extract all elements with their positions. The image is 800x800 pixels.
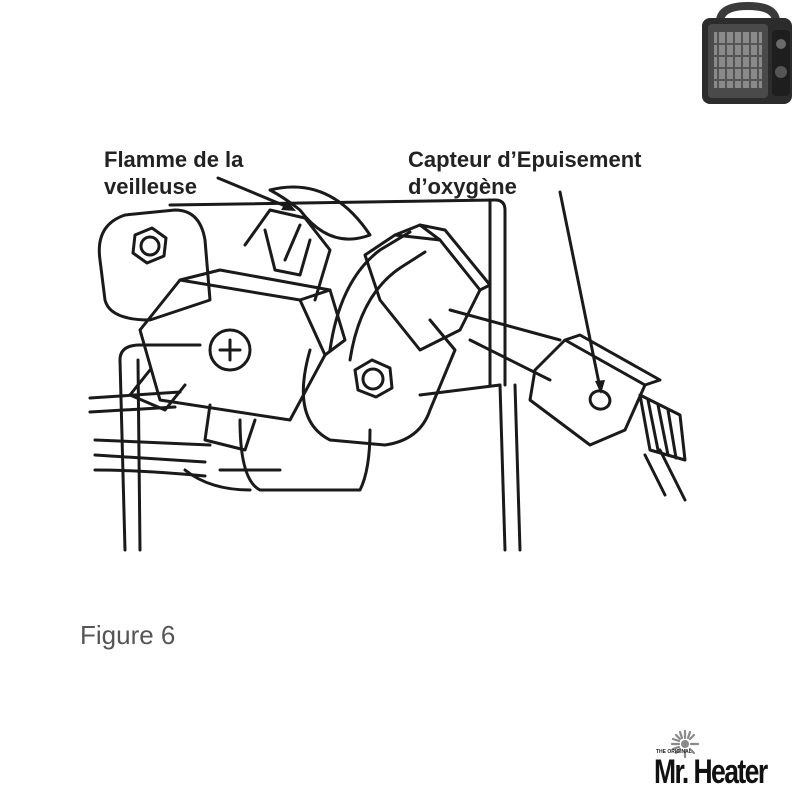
figure-caption: Figure 6 (80, 620, 176, 650)
pilot-assembly-diagram (88, 176, 687, 552)
sun-burst-icon (670, 729, 700, 759)
pilot-flame-label-line1: Flamme de la (104, 147, 244, 172)
oxygen-sensor-label: Capteur d’Epuisement d’oxygène (408, 146, 641, 200)
oxygen-sensor-label-line2: d’oxygène (408, 174, 517, 199)
mr-heater-logo: THE ORIGINAL Mr. Heater (640, 725, 800, 800)
heater-product-icon (694, 0, 800, 108)
pilot-flame-label-line2: veilleuse (104, 174, 197, 199)
brand-tagline: THE ORIGINAL (656, 749, 692, 755)
oxygen-sensor-label-line1: Capteur d’Epuisement (408, 147, 642, 172)
pilot-flame-label: Flamme de la veilleuse (104, 146, 243, 200)
brand-name: Mr. Heater (654, 753, 768, 791)
